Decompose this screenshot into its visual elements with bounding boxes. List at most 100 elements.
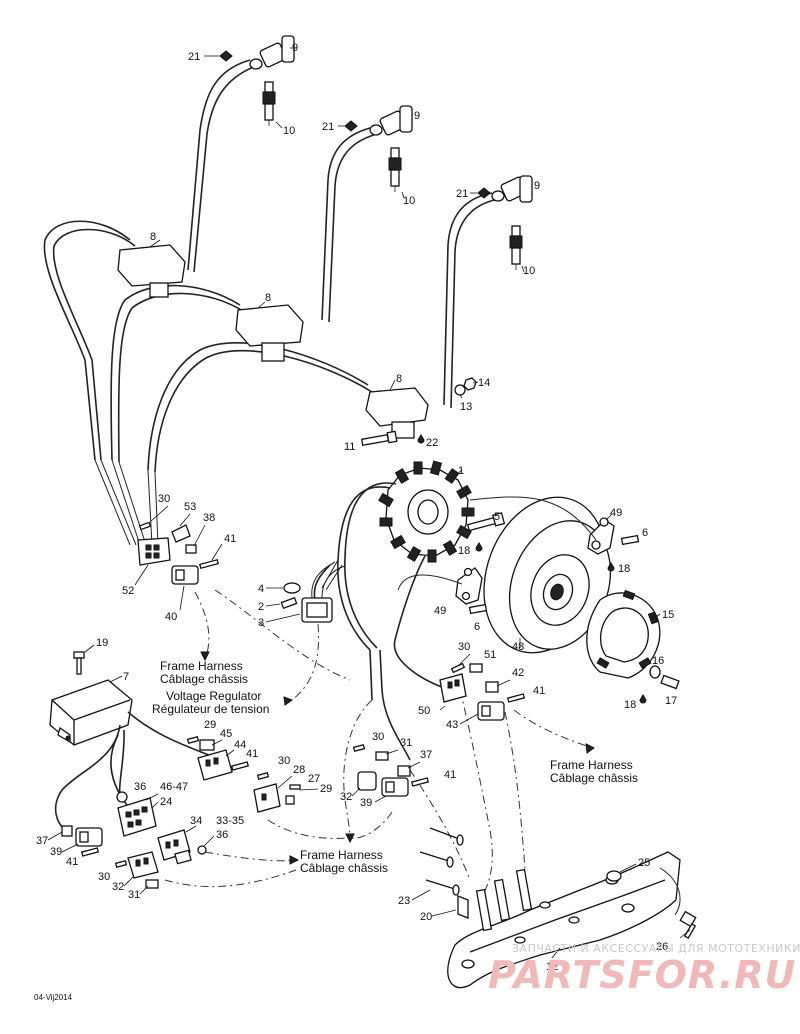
stator-1: 1: [378, 460, 475, 563]
callout-1: 1: [458, 465, 464, 477]
callout-21: 21: [188, 51, 200, 63]
callout-36: 36: [134, 781, 146, 793]
pin-icon: [114, 859, 128, 869]
callout-13: 13: [460, 401, 472, 413]
arrow-icon: [283, 696, 294, 706]
caption-voltage-regulator: Voltage Regulator Régulateur de tension: [152, 689, 269, 716]
bolt-19: 19: [73, 637, 108, 675]
callout-31: 31: [400, 737, 412, 749]
callout-53: 53: [184, 501, 196, 513]
bolt-icon: [679, 910, 697, 928]
callout-9: 9: [292, 42, 298, 54]
clip-icon: [477, 187, 491, 199]
callout-43: 43: [446, 719, 458, 731]
callout-42: 42: [512, 667, 524, 679]
arrow-icon: [200, 651, 210, 662]
pin-icon: [410, 777, 430, 787]
seal-icon: [469, 663, 483, 673]
callout-8: 8: [265, 292, 271, 304]
pin-icon: [450, 662, 466, 674]
callout-41: 41: [224, 533, 236, 545]
callout-29: 29: [204, 719, 216, 731]
callout-5: 5: [494, 511, 500, 523]
callout-49: 49: [434, 605, 446, 617]
caption-frame-harness-1: Frame Harness Câblage châssis: [160, 659, 248, 686]
drop-icon: [417, 434, 425, 444]
clip-icon: [344, 120, 358, 132]
bolt-11: 11 22: [344, 430, 438, 453]
connector-32-39-mid: 30 31 32 37 41 39: [340, 731, 456, 809]
pin-icon: [138, 521, 152, 531]
caption-frame-harness-2: Frame Harness Câblage châssis: [550, 758, 638, 785]
stator-wires: [313, 482, 451, 761]
svg-text:Régulateur de tension: Régulateur de tension: [152, 702, 269, 716]
callout-10: 10: [283, 125, 295, 137]
callout-45: 45: [220, 728, 232, 740]
stator-teeth: [378, 460, 475, 563]
seal-icon: [199, 739, 215, 751]
arrow-icon: [289, 855, 300, 865]
callout-10: 10: [523, 265, 535, 277]
callout-16: 16: [652, 655, 664, 667]
lock-icon: [397, 765, 411, 777]
callout-27: 27: [308, 773, 320, 785]
spark-plug-assembly-1: 21 9 10: [188, 35, 298, 137]
callout-6: 6: [642, 527, 648, 539]
washer-icon: [454, 384, 466, 396]
callout-8: 8: [396, 373, 402, 385]
arrow-icon: [345, 833, 355, 844]
callout-4: 4: [258, 583, 264, 595]
connector-34: 34 33-35 36: [157, 815, 244, 865]
connector-43: 42 41 43: [446, 667, 545, 731]
svg-text:Câblage châssis: Câblage châssis: [300, 861, 388, 875]
pin-icon: [289, 784, 301, 790]
callout-19: 19: [96, 637, 108, 649]
callout-21: 21: [456, 188, 468, 200]
callout-30: 30: [372, 731, 384, 743]
rivets-23: 23 20: [398, 827, 469, 923]
callout-11: 11: [344, 441, 355, 453]
callout-29: 29: [320, 783, 332, 795]
grommet-icon: [197, 845, 207, 855]
callout-26: 26: [656, 941, 668, 953]
callout-34: 34: [190, 815, 202, 827]
callout-15: 15: [662, 609, 674, 621]
callout-28: 28: [293, 764, 305, 776]
grommet-icon: [283, 582, 301, 594]
lock-icon: [61, 825, 73, 837]
callout-48: 48: [512, 641, 524, 653]
connector-24: 36 46-47 24: [116, 781, 188, 837]
callout-30: 30: [98, 871, 110, 883]
callout-14: 14: [478, 377, 490, 389]
routing-lines: [164, 589, 593, 901]
pickup-sensor-49-lower: 49 6: [397, 567, 488, 633]
svg-text:Frame Harness: Frame Harness: [300, 848, 383, 862]
connector-37-39-left: 37 39 41: [36, 825, 103, 868]
callout-20: 20: [420, 911, 432, 923]
ignition-coil-1: 8: [117, 231, 186, 298]
flywheel-48: 48: [483, 496, 612, 654]
callout-38: 38: [203, 512, 215, 524]
spark-plug-assembly-3: 21 9 10: [456, 175, 540, 277]
callout-24: 24: [160, 796, 172, 808]
callout-18: 18: [624, 699, 636, 711]
drop-icon: [607, 562, 615, 572]
washer-icon: [649, 665, 661, 679]
connector-32-31-bottom: 30 32 31: [98, 851, 159, 901]
spark-plug-assembly-2: 21 9 10: [322, 105, 420, 207]
seal-icon: [171, 524, 191, 543]
callout-6: 6: [474, 621, 480, 633]
nut-washer-13-14: 14 13: [454, 377, 490, 413]
spark-plug-icon: [262, 81, 276, 126]
watermark: ЗАПЧАСТИ И АКСЕССУАРЫ ДЛЯ МОТОТЕХНИКИ PA…: [488, 942, 800, 997]
pickup-sensor-49-upper: 49 6 18: [469, 496, 648, 575]
ignition-coil-3: 8: [365, 373, 429, 439]
callout-52: 52: [122, 585, 134, 597]
seal-icon: [375, 751, 389, 761]
callout-50: 50: [418, 705, 430, 717]
lock-icon: [485, 681, 499, 693]
callout-49: 49: [610, 507, 622, 519]
spark-plug-icon: [388, 147, 402, 192]
callout-44: 44: [234, 739, 246, 751]
